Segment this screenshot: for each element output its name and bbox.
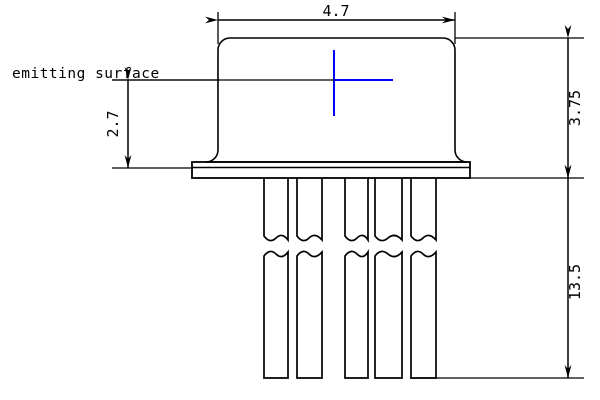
- pin-lower-segments: [263, 249, 437, 379]
- centerline-crosshair: [333, 50, 393, 116]
- pin-5-upper: [410, 178, 437, 243]
- pin-3-upper: [344, 178, 369, 243]
- emitting-surface-annotation: emitting surface: [12, 66, 334, 82]
- package-body: [191, 37, 471, 179]
- pin-2-upper: [296, 178, 323, 243]
- pin-upper-segments: [263, 178, 437, 243]
- pin-1-upper: [263, 178, 289, 243]
- pin-3-lower: [344, 249, 369, 379]
- flange-outline: [191, 161, 471, 179]
- emitting-surface-label: emitting surface: [12, 66, 160, 82]
- dimension-body-height: 3.75: [455, 25, 584, 179]
- dimension-label-body-height: 3.75: [566, 90, 584, 126]
- pin-5-lower: [410, 249, 437, 379]
- dimension-pin-length: 13.5: [410, 165, 584, 379]
- dimension-label-pin-length: 13.5: [566, 264, 584, 300]
- dimension-label-cap-height: 2.7: [104, 110, 122, 137]
- pin-1-lower: [263, 249, 289, 379]
- cap-outline: [205, 37, 468, 163]
- dimension-label-width-overall: 4.7: [322, 2, 349, 20]
- pin-2-lower: [296, 249, 323, 379]
- pin-4-upper: [374, 178, 403, 243]
- pins: [263, 178, 437, 379]
- dimension-width-overall: 4.7: [205, 2, 456, 44]
- pin-4-lower: [374, 249, 403, 379]
- dimension-cap-height: 2.7: [104, 67, 218, 169]
